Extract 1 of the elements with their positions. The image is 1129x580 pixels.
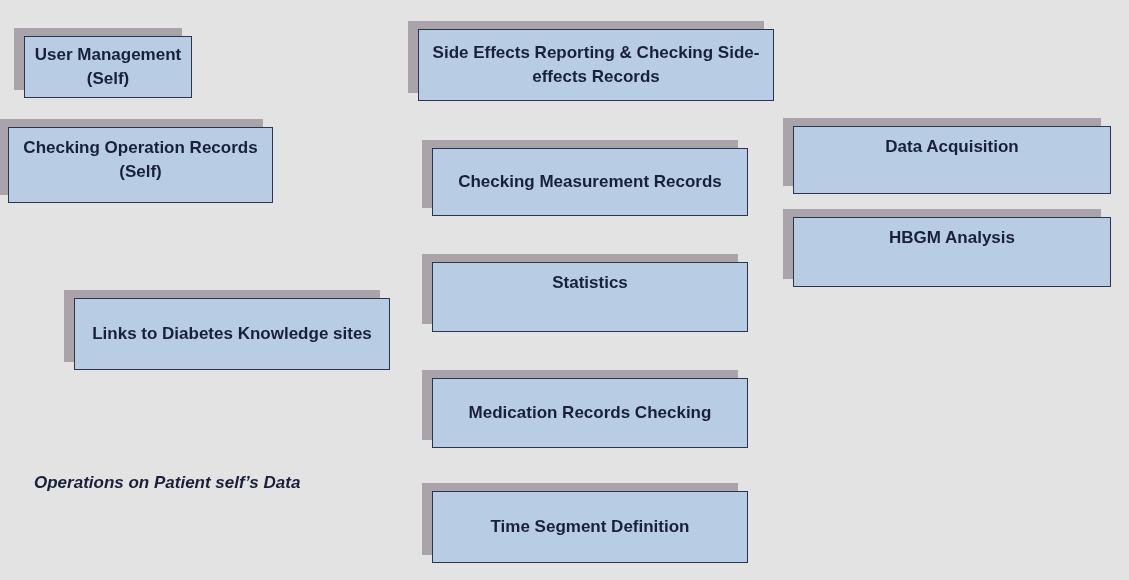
section-caption: Operations on Patient self’s Data [34,472,301,494]
